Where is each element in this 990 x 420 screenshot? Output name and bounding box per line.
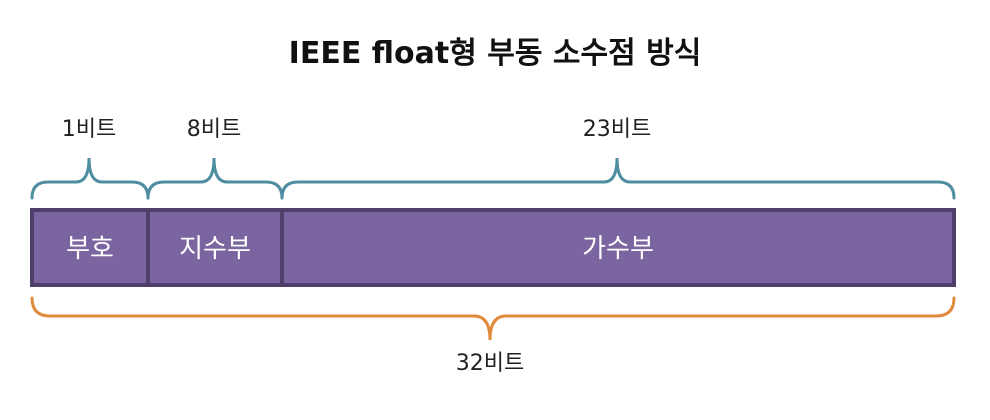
exponent-field bbox=[146, 208, 284, 287]
diagram-title: IEEE float형 부동 소수점 방식 bbox=[289, 36, 702, 71]
mantissa-field bbox=[280, 208, 956, 287]
mantissa-bits-label: 23비트 bbox=[583, 117, 651, 142]
sign-field-label: 부호 bbox=[66, 234, 114, 264]
exponent-field-label: 지수부 bbox=[179, 234, 251, 264]
sign-field bbox=[30, 208, 150, 287]
mantissa-brace bbox=[280, 157, 956, 200]
total-bits-label: 32비트 bbox=[456, 351, 524, 376]
exponent-brace bbox=[146, 157, 284, 200]
exponent-bits-label: 8비트 bbox=[187, 117, 241, 142]
sign-bits-label: 1비트 bbox=[62, 117, 116, 142]
total-brace bbox=[30, 296, 956, 341]
mantissa-field-label: 가수부 bbox=[582, 234, 654, 264]
sign-brace bbox=[30, 157, 150, 200]
